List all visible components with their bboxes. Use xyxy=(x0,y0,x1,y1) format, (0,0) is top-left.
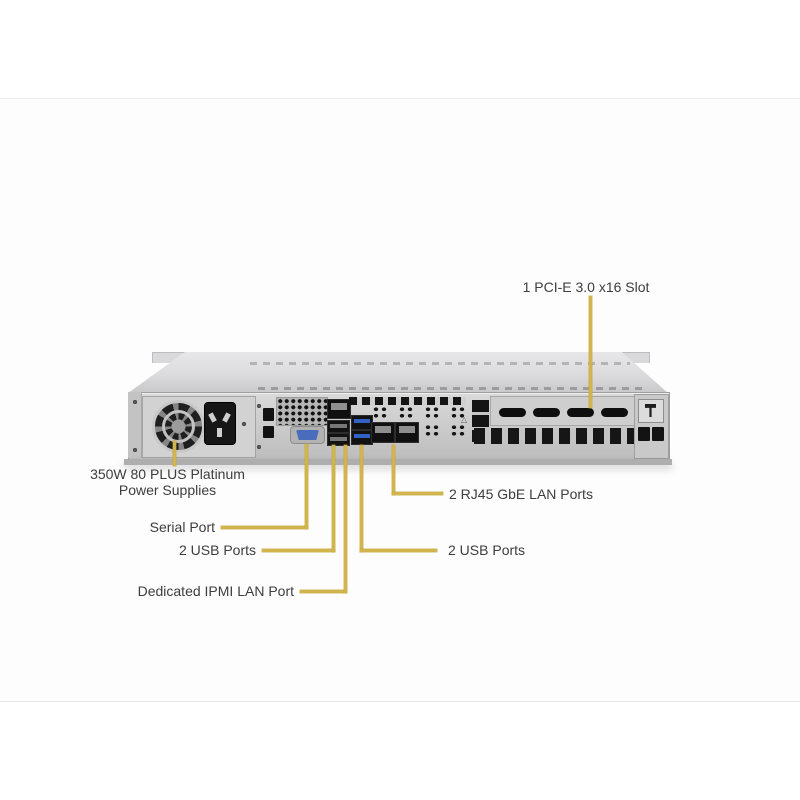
screw xyxy=(257,404,261,408)
screw xyxy=(242,422,246,426)
top-vent-slots xyxy=(250,362,630,365)
vent-cluster xyxy=(398,406,414,419)
pcie-slot-cover xyxy=(490,396,636,426)
inlet-pin xyxy=(217,428,222,437)
chassis-top-face xyxy=(128,352,668,393)
vent-cluster xyxy=(450,424,466,437)
callout-line xyxy=(300,590,347,593)
inlet-pin xyxy=(208,412,217,423)
callout-label-psu-line2: Power Supplies xyxy=(118,482,217,498)
callout-label-ipmi: Dedicated IPMI LAN Port xyxy=(137,583,294,599)
serial-port xyxy=(290,426,325,444)
callout-line xyxy=(360,445,363,552)
screw xyxy=(133,400,137,404)
callout-label-psu: 350W 80 PLUS Platinum Power Supplies xyxy=(70,466,265,498)
callout-label-pcie: 1 PCI-E 3.0 x16 Slot xyxy=(522,279,650,295)
chassis-left-edge xyxy=(128,392,142,458)
callout-line xyxy=(344,445,347,593)
callout-line xyxy=(262,549,335,552)
vent-square xyxy=(652,427,664,441)
screw xyxy=(257,445,261,449)
vent-honeycomb xyxy=(276,397,328,426)
slot-cover-cutout xyxy=(601,408,628,417)
vent-square xyxy=(263,408,274,421)
gbe-lan-port-1 xyxy=(371,422,395,443)
vent-cluster xyxy=(450,406,466,419)
callout-label-lan: 2 RJ45 GbE LAN Ports xyxy=(449,486,593,502)
vent-square xyxy=(263,426,274,438)
chassis-bottom-flange xyxy=(124,459,672,465)
vent-cluster xyxy=(424,424,440,437)
callout-line xyxy=(305,444,308,529)
callout-line xyxy=(360,549,437,552)
vent-cluster xyxy=(372,406,388,419)
callout-label-serial: Serial Port xyxy=(149,519,215,535)
callout-line xyxy=(221,526,308,529)
vent-square xyxy=(638,427,650,441)
bottom-vent-row xyxy=(474,428,634,444)
callout-label-usb-left: 2 USB Ports xyxy=(178,542,256,558)
callout-line xyxy=(173,441,176,466)
callout-label-psu-line1: 350W 80 PLUS Platinum xyxy=(90,466,245,482)
gbe-lan-port-2 xyxy=(395,422,419,443)
ac-power-inlet xyxy=(204,402,236,445)
slot-cover-cutout xyxy=(533,408,560,417)
callout-line xyxy=(392,445,395,495)
vent-cluster xyxy=(424,406,440,419)
warning-triangle-mark: △ xyxy=(461,415,468,424)
callout-label-usb-right: 2 USB Ports xyxy=(448,542,526,558)
ipmi-lan-port xyxy=(327,399,351,419)
bend-vent-slots xyxy=(258,387,648,390)
psu-fan-grille xyxy=(152,400,205,453)
callout-line xyxy=(332,445,335,552)
usb2-port-top xyxy=(327,420,350,433)
usb3-port-bottom xyxy=(351,430,373,445)
callout-line xyxy=(589,296,592,408)
callout-line xyxy=(392,492,443,495)
slot-cover-cutout xyxy=(499,408,526,417)
serial-port-connector xyxy=(296,430,319,440)
usb2-port-bottom xyxy=(327,433,350,446)
slot-cover-cutout xyxy=(567,408,594,417)
vent-dash-row xyxy=(349,397,466,405)
screw xyxy=(133,448,137,452)
inlet-pin xyxy=(222,412,231,423)
chassis-latch xyxy=(638,399,664,423)
usb3-port-top xyxy=(351,415,373,430)
